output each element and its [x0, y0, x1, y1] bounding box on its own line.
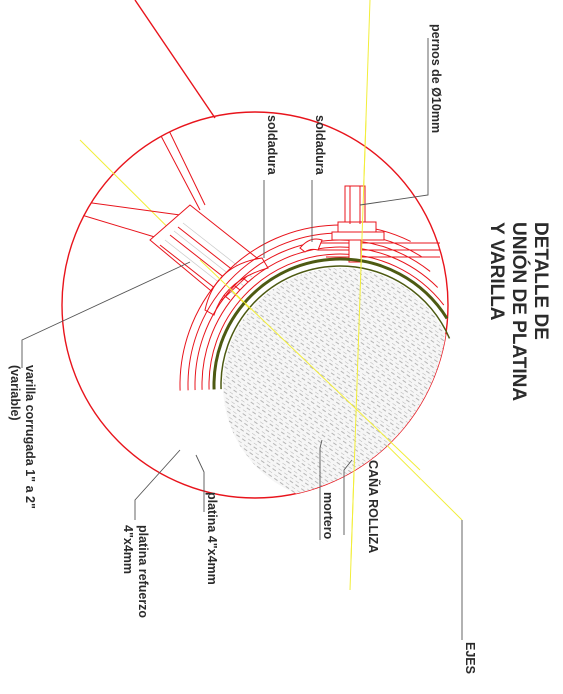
- bolt: [331, 185, 385, 263]
- label-weld-1: soldadura: [313, 115, 327, 176]
- mortar-fill: [223, 268, 448, 498]
- label-reinforcement-plate-1: platina refuerzo: [136, 525, 150, 618]
- label-bamboo: CAÑA ROLLIZA: [366, 460, 381, 553]
- red-diagonal-line: [134, 0, 216, 119]
- title-line1: DETALLE DE: [530, 222, 551, 340]
- leader-lines: [21, 38, 463, 640]
- title-block: DETALLE DE UNIÓN DE PLATINA Y VARILLA: [486, 222, 551, 401]
- label-bar-2: (variable): [8, 365, 22, 421]
- label-plate: platina 4"x4mm: [205, 492, 219, 585]
- corrugated-bar: [149, 204, 263, 301]
- weld-plate: [299, 238, 323, 253]
- plate-top-lines: [305, 242, 440, 258]
- bamboo-outer: [212, 257, 468, 513]
- label-weld-2: soldadura: [265, 115, 279, 176]
- label-bar-1: varilla corrugada 1" a 2": [23, 365, 37, 509]
- title-line3: Y VARILLA: [486, 222, 507, 321]
- axis-overlay-2: [350, 119, 367, 561]
- label-axes: EJES: [463, 642, 477, 674]
- title-line2: UNIÓN DE PLATINA: [508, 222, 530, 401]
- label-bolts: pernos de Ø10mm: [429, 24, 443, 133]
- label-mortar: mortero: [321, 492, 335, 540]
- detail-circle: [61, 111, 449, 499]
- bamboo-inner: [220, 265, 460, 505]
- label-reinforcement-plate-2: 4"x4mm: [121, 525, 135, 574]
- axis-overlay-1: [199, 259, 421, 471]
